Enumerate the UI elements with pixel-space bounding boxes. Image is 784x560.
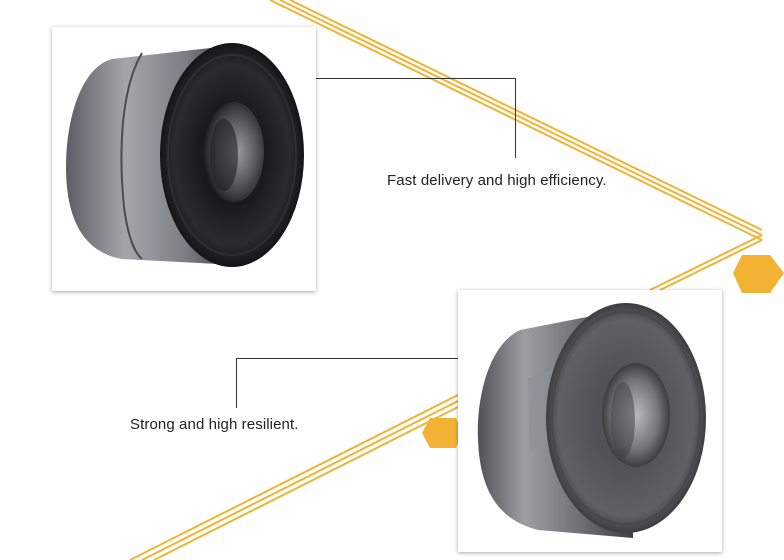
steel-coil-photo-1 [52, 27, 316, 291]
gold-hexagon-right [733, 255, 784, 293]
connector-line-1-vertical [515, 78, 516, 158]
steel-coil-image [66, 43, 304, 267]
feature-caption-fast-delivery: Fast delivery and high efficiency. [387, 172, 607, 189]
steel-coil-image [477, 303, 706, 538]
connector-line-2-vertical [236, 358, 237, 408]
connector-line-2-horizontal [236, 358, 458, 359]
connector-line-1-horizontal [316, 78, 516, 79]
feature-caption-strong-resilient: Strong and high resilient. [130, 416, 299, 433]
gold-diagonal-lines [129, 0, 763, 560]
steel-coil-photo-2 [458, 290, 722, 552]
gold-hexagon-left [422, 418, 462, 448]
